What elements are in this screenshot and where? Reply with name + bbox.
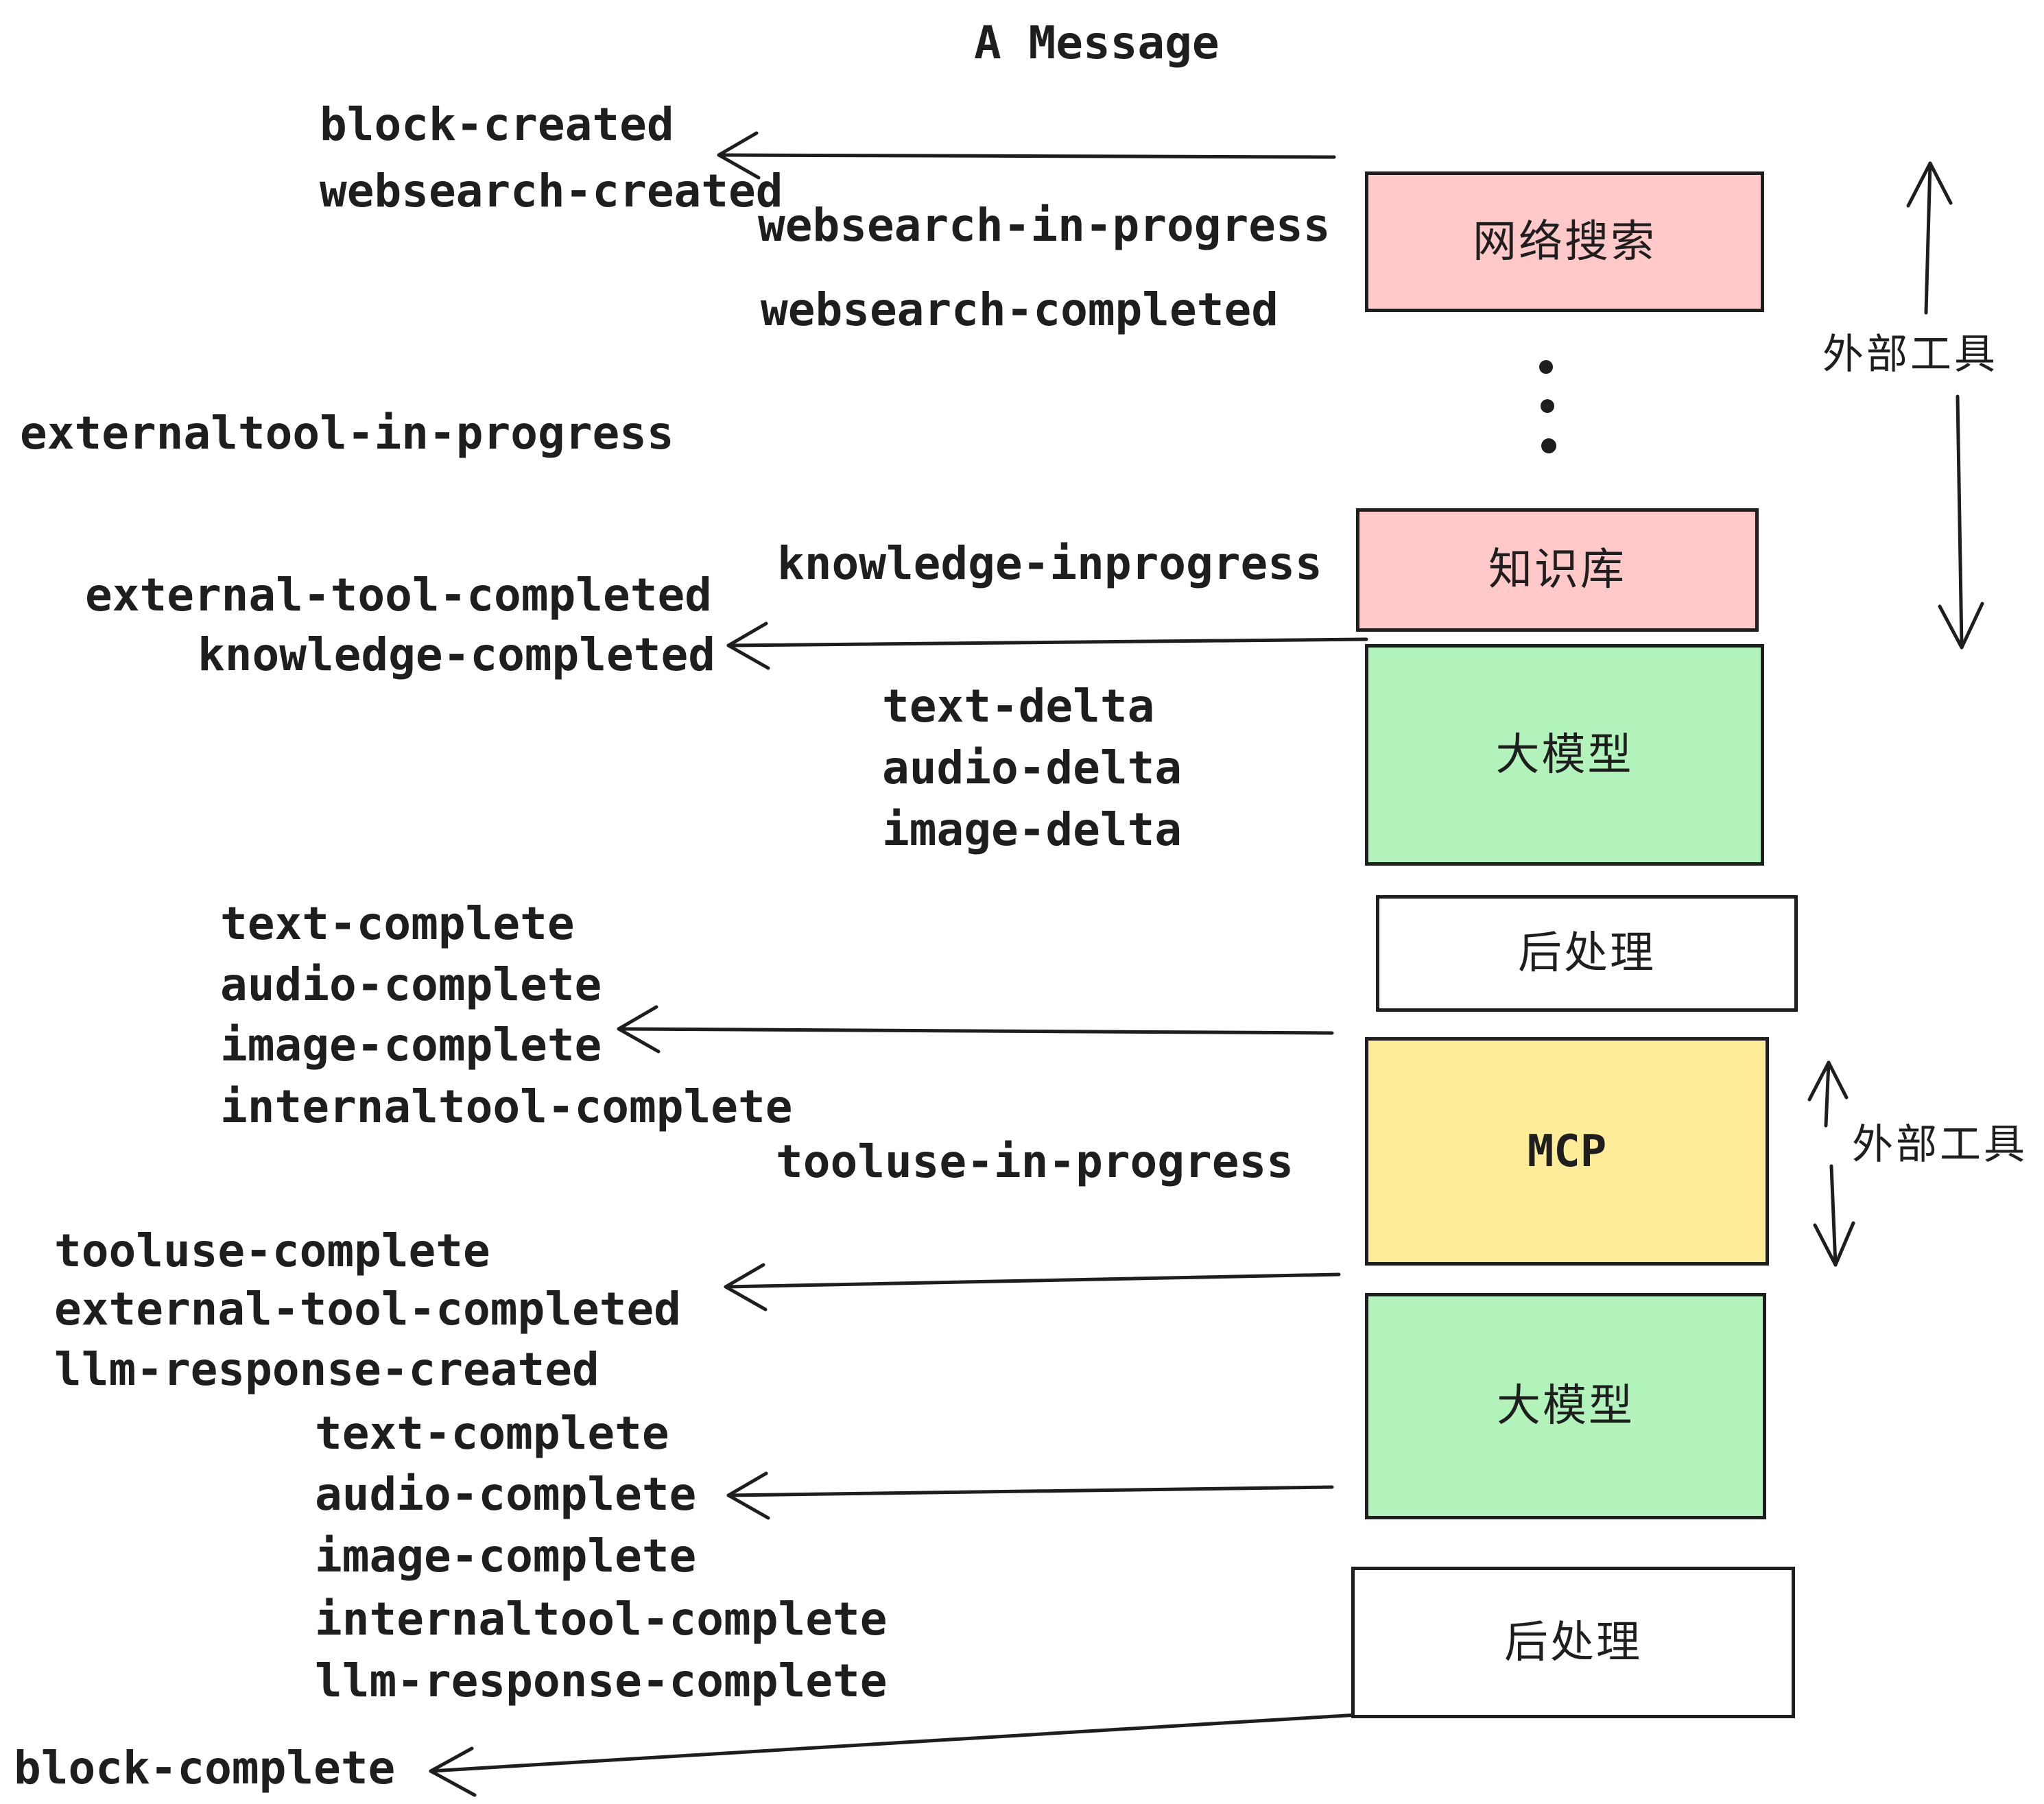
event-block-created: block-created xyxy=(320,98,674,151)
event-websearch-in-progress: websearch-in-progress xyxy=(758,199,1331,252)
event-external-tool-completed-1: external-tool-completed xyxy=(85,569,712,621)
external-tools-down-arrow-1 xyxy=(1938,394,1984,650)
external-tools-label-1: 外部工具 xyxy=(1822,331,1998,379)
arrow-to-knowledge-completed xyxy=(726,621,1368,670)
event-tooluse-complete: tooluse-complete xyxy=(54,1224,490,1277)
event-image-complete-2: image-complete xyxy=(315,1530,697,1582)
event-tooluse-in-progress: tooluse-in-progress xyxy=(776,1135,1294,1188)
diagram-title: A Message xyxy=(974,16,1220,69)
event-text-delta-1: text-delta xyxy=(882,680,1155,733)
arrow-to-block-created xyxy=(717,131,1336,180)
event-audio-complete-2: audio-complete xyxy=(315,1468,697,1521)
event-knowledge-completed: knowledge-completed xyxy=(198,628,715,681)
event-knowledge-inprogress: knowledge-inprogress xyxy=(777,537,1322,590)
event-llm-response-complete: llm-response-complete xyxy=(315,1654,888,1707)
event-external-tool-completed-2: external-tool-completed xyxy=(54,1283,681,1336)
arrow-to-image-complete-1 xyxy=(617,1005,1334,1054)
event-websearch-completed: websearch-completed xyxy=(761,283,1279,336)
event-websearch-created: websearch-created xyxy=(320,165,783,217)
arrow-to-external-tool-completed-2 xyxy=(724,1263,1341,1312)
arrow-to-block-complete xyxy=(429,1713,1360,1797)
ellipsis-dots-icon xyxy=(1539,360,1556,453)
box-mcp: MCP xyxy=(1365,1037,1769,1266)
event-audio-complete-1: audio-complete xyxy=(220,958,602,1011)
event-internaltool-complete-2: internaltool-complete xyxy=(315,1593,888,1646)
external-tools-label-2: 外部工具 xyxy=(1852,1121,2028,1169)
arrow-to-audio-complete-2 xyxy=(726,1471,1334,1520)
event-internaltool-complete-1: internaltool-complete xyxy=(220,1080,793,1133)
box-websearch: 网络搜索 xyxy=(1365,171,1764,312)
event-text-complete-2: text-complete xyxy=(315,1407,669,1460)
event-image-delta-1: image-delta xyxy=(882,803,1183,856)
event-llm-response-created: llm-response-created xyxy=(54,1343,599,1396)
event-audio-delta-1: audio-delta xyxy=(882,741,1183,794)
box-postprocess-1: 后处理 xyxy=(1376,895,1798,1012)
event-externaltool-in-progress: externaltool-in-progress xyxy=(20,407,674,460)
event-image-complete-1: image-complete xyxy=(220,1019,602,1071)
external-tools-down-arrow-2 xyxy=(1813,1164,1855,1267)
event-block-complete: block-complete xyxy=(14,1742,396,1794)
external-tools-up-arrow-2 xyxy=(1807,1060,1849,1128)
box-llm-1: 大模型 xyxy=(1365,644,1764,866)
event-text-complete-1: text-complete xyxy=(220,897,575,950)
box-postprocess-2: 后处理 xyxy=(1351,1567,1795,1718)
external-tools-up-arrow-1 xyxy=(1906,161,1953,315)
box-llm-2: 大模型 xyxy=(1365,1293,1766,1519)
box-knowledge: 知识库 xyxy=(1356,508,1759,632)
